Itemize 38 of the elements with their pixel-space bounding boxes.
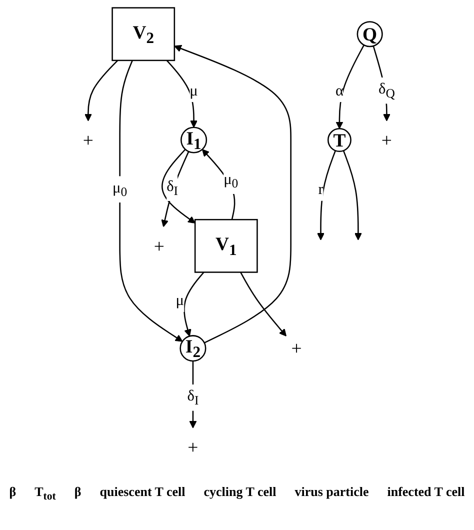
text-label: quiescent T cell bbox=[100, 484, 186, 500]
text-label: infected T cell bbox=[387, 484, 465, 500]
edge-label: μ$_{0}$ bbox=[112, 178, 127, 200]
arrow bbox=[174, 44, 292, 344]
edge-label: α bbox=[334, 82, 344, 99]
edge-label: δ$_{I}$ bbox=[186, 387, 198, 408]
arrow bbox=[118, 60, 182, 342]
text-label: cycling T cell bbox=[204, 484, 276, 500]
edge-label: μ bbox=[175, 292, 184, 309]
text-label: β bbox=[74, 484, 82, 500]
node-text: + bbox=[290, 338, 302, 359]
arrow bbox=[316, 150, 336, 240]
edge-label: δ$_{I}$ bbox=[166, 177, 178, 198]
edge-label: μ$_{0}$ bbox=[223, 170, 238, 192]
arrow bbox=[240, 272, 286, 336]
edge-label: δ$_{Q}$ bbox=[378, 80, 394, 101]
arrow bbox=[161, 148, 195, 224]
text-label: β bbox=[9, 484, 16, 500]
edge-label: μ bbox=[189, 82, 198, 99]
arrow bbox=[335, 44, 364, 129]
edge-label: r bbox=[318, 180, 323, 198]
node-text: + bbox=[82, 129, 94, 151]
node-circle: I$_{1}$ bbox=[180, 126, 207, 154]
node-text: + bbox=[187, 436, 198, 458]
text-label: virus particle bbox=[294, 484, 369, 500]
node-box: V$_{1}$ bbox=[194, 218, 258, 273]
node-circle: T bbox=[327, 128, 351, 152]
arrow bbox=[166, 60, 198, 128]
node-box: V$_{2}$ bbox=[111, 7, 175, 62]
text-label: T$_{tot}$ bbox=[34, 484, 56, 503]
node-circle: I$_{2}$ bbox=[179, 335, 206, 362]
arrow bbox=[160, 151, 189, 228]
node-text: + bbox=[153, 235, 164, 257]
arrow bbox=[183, 272, 204, 336]
arrow bbox=[342, 150, 362, 240]
arrow bbox=[84, 60, 118, 122]
node-text: + bbox=[380, 129, 392, 151]
node-circle: Q bbox=[356, 21, 382, 48]
